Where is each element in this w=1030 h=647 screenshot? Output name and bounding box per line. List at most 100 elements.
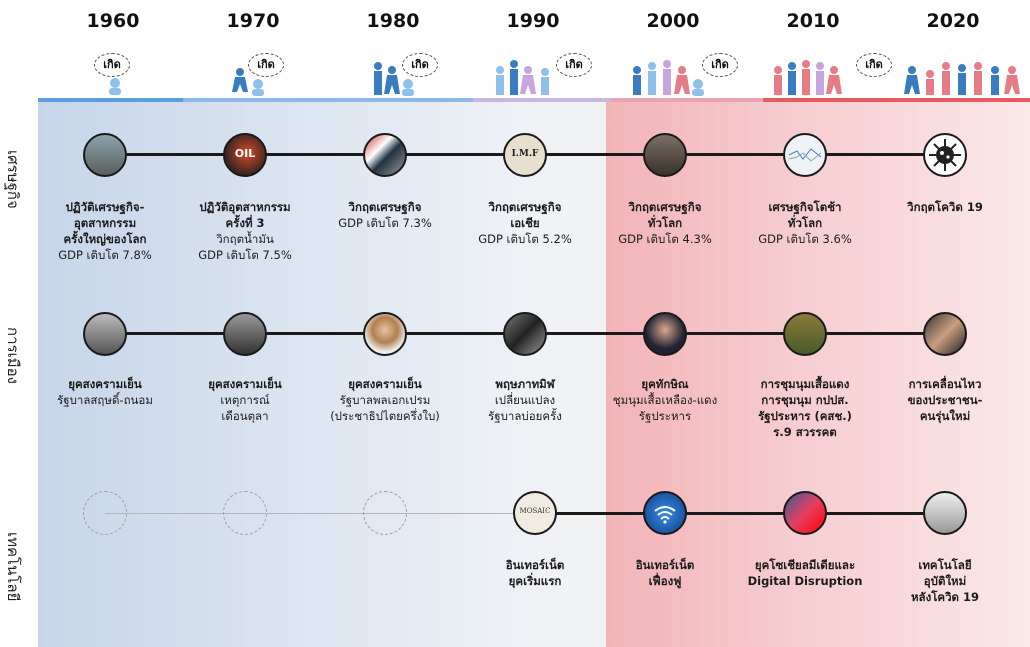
event-title: ของประชาชน-	[907, 393, 983, 407]
youth-protest-photo	[923, 312, 967, 356]
event-title: ยุคทักษิณ	[641, 377, 689, 391]
event-detail: GDP เติบโต 7.5%	[198, 248, 292, 262]
black-may-photo	[503, 312, 547, 356]
event-title: อินเทอร์เน็ต	[635, 558, 695, 572]
politics-event-2000: ยุคทักษิณ ชุมนุมเสื้อเหลือง-แดง รัฐประหา…	[590, 376, 740, 424]
event-title: วิกฤตเศรษฐกิจ	[628, 200, 702, 214]
event-detail: เดือนตุลา	[221, 409, 269, 423]
event-title: ครั้งใหญ่ของโลก	[63, 232, 147, 246]
oil-photo-text: OIL	[234, 147, 256, 160]
event-title: Digital Disruption	[747, 574, 863, 588]
born-badge: เกิด	[556, 53, 592, 77]
event-detail: รัฐประหาร	[638, 409, 692, 423]
event-title: อินเทอร์เน็ต	[505, 558, 565, 572]
year-label: 2000	[646, 10, 700, 32]
military-leader-photo	[83, 312, 127, 356]
event-title: อุตสาหกรรม	[73, 216, 137, 230]
trend-lines-icon	[788, 148, 822, 162]
row-label-technology: เทคโนโลยี	[4, 532, 22, 602]
event-title: การชุมนุมเสื้อแดง	[760, 377, 850, 391]
event-title: ยุคเริ่มแรก	[508, 574, 562, 588]
born-badge: เกิด	[702, 53, 738, 77]
generation-figures-icon	[109, 60, 1020, 96]
mosaic-photo-text: MOSAIC	[519, 507, 551, 515]
economy-event-1960: ปฏิวัติเศรษฐกิจ- อุตสาหกรรม ครั้งใหญ่ของ…	[30, 199, 180, 263]
mosaic-browser-photo: MOSAIC	[513, 491, 557, 535]
row-label-politics: การเมือง	[4, 327, 22, 384]
economy-event-2010: เศรษฐกิจโตช้า ทั่วโลก GDP เติบโต 3.6%	[730, 199, 880, 247]
empty-placeholder-circle	[83, 491, 127, 535]
era-background-blue	[38, 100, 606, 647]
born-badge: เกิด	[856, 53, 892, 77]
oil-photo: OIL	[223, 133, 267, 177]
event-title: ยุคสงครามเย็น	[68, 377, 142, 391]
economy-event-2020: วิกฤตโควิด 19	[870, 199, 1020, 215]
event-title: เศรษฐกิจโตช้า	[768, 200, 842, 214]
born-badge: เกิด	[94, 53, 130, 77]
event-title: เอเชีย	[510, 216, 540, 230]
event-detail: เหตุการณ์	[220, 393, 270, 407]
born-badge: เกิด	[402, 53, 438, 77]
coup-photo	[783, 312, 827, 356]
event-detail: (ประชาธิปไตยครึ่งใบ)	[330, 409, 440, 423]
generation-line-3	[473, 98, 613, 102]
event-title: รัฐประหาร (คสช.)	[758, 409, 852, 423]
event-title: ยุคโซเชียลมีเดียและ	[754, 558, 856, 572]
year-label: 1990	[506, 10, 560, 32]
event-title: ร.9 สวรรคต	[773, 425, 837, 439]
empty-placeholder-circle	[363, 491, 407, 535]
event-detail: GDP เติบโต 4.3%	[618, 232, 712, 246]
social-media-icon	[783, 491, 827, 535]
year-label: 1980	[366, 10, 420, 32]
politics-event-2010: การชุมนุมเสื้อแดง การชุมนุม กปปส. รัฐประ…	[730, 376, 880, 440]
event-detail: รัฐบาลพลเอกเปรม	[339, 393, 431, 407]
tech-event-1990: อินเทอร์เน็ต ยุคเริ่มแรก	[460, 557, 610, 589]
economy-event-1980: วิกฤตเศรษฐกิจ GDP เติบโต 7.3%	[310, 199, 460, 231]
generation-line-2	[183, 98, 473, 102]
politics-event-1980: ยุคสงครามเย็น รัฐบาลพลเอกเปรม (ประชาธิปไ…	[310, 376, 460, 424]
event-detail: GDP เติบโต 5.2%	[478, 232, 572, 246]
event-title: ยุคสงครามเย็น	[348, 377, 422, 391]
event-title: วิกฤตเศรษฐกิจ	[488, 200, 562, 214]
event-title: เฟื่องฟู	[648, 574, 682, 588]
year-label: 2010	[786, 10, 840, 32]
economy-event-1990: วิกฤตเศรษฐกิจ เอเชีย GDP เติบโต 5.2%	[450, 199, 600, 247]
technology-timeline-future	[105, 513, 535, 514]
year-label: 1970	[226, 10, 280, 32]
covid-virus-icon	[923, 133, 967, 177]
protest-flag-photo	[363, 133, 407, 177]
event-title: วิกฤตโควิด 19	[907, 200, 983, 214]
event-title: เทคโนโลยี	[918, 558, 972, 572]
economy-event-1970: ปฏิวัติอุตสาหกรรม ครั้งที่ 3 วิกฤตน้ำมัน…	[170, 199, 320, 263]
era-background-red	[606, 100, 1030, 647]
politics-event-1960: ยุคสงครามเย็น รัฐบาลสฤษดิ์-ถนอม	[30, 376, 180, 408]
event-title: ครั้งที่ 3	[225, 216, 265, 230]
year-label: 1960	[86, 10, 140, 32]
politics-event-1990: พฤษภาทมิฬ เปลี่ยนแปลง รัฐบาลบ่อยครั้ง	[450, 376, 600, 424]
event-detail: เปลี่ยนแปลง	[494, 393, 556, 407]
tech-event-2020: เทคโนโลยี อุบัติใหม่ หลังโควิด 19	[870, 557, 1020, 605]
event-title: วิกฤตเศรษฐกิจ	[348, 200, 422, 214]
tech-event-2010: ยุคโซเชียลมีเดียและ Digital Disruption	[730, 557, 880, 589]
event-title: คนรุ่นใหม่	[919, 409, 971, 423]
building-photo	[643, 133, 687, 177]
event-detail: GDP เติบโต 3.6%	[758, 232, 852, 246]
imf-photo-text: I.M.F	[511, 149, 539, 159]
generation-line-1	[38, 98, 183, 102]
event-detail: GDP เติบโต 7.3%	[338, 216, 432, 230]
event-title: ทั่วโลก	[787, 216, 823, 230]
event-title: ทั่วโลก	[647, 216, 683, 230]
technology-timeline	[535, 512, 961, 515]
generation-line-4	[613, 98, 763, 102]
politics-event-1970: ยุคสงครามเย็น เหตุการณ์ เดือนตุลา	[170, 376, 320, 424]
imf-photo: I.M.F	[503, 133, 547, 177]
empty-placeholder-circle	[223, 491, 267, 535]
wifi-icon	[643, 491, 687, 535]
event-detail: วิกฤตน้ำมัน	[216, 232, 274, 246]
event-title: อุบัติใหม่	[923, 574, 967, 588]
event-title: พฤษภาทมิฬ	[495, 377, 555, 391]
thaksin-photo	[643, 312, 687, 356]
tech-event-2000: อินเทอร์เน็ต เฟื่องฟู	[590, 557, 740, 589]
born-badge: เกิด	[248, 53, 284, 77]
event-detail: GDP เติบโต 7.8%	[58, 248, 152, 262]
